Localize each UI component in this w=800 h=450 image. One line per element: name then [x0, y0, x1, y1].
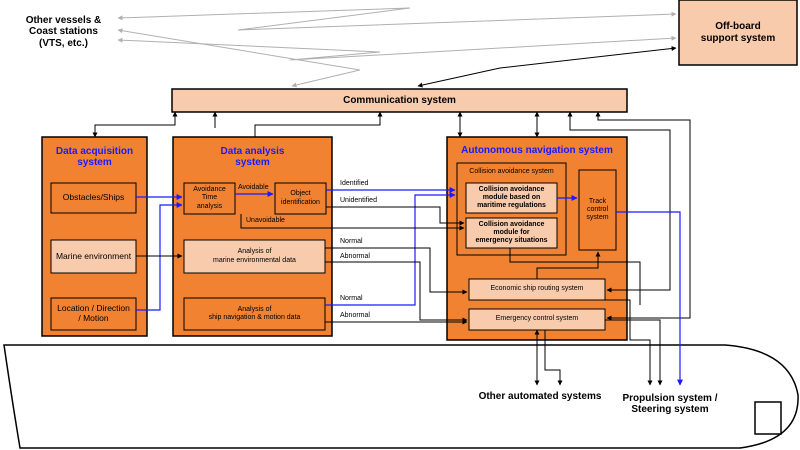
unidentified-label: Unidentified: [340, 197, 377, 204]
flow-routing-propulsion: [605, 299, 653, 386]
offboard-comm-link: [417, 46, 677, 88]
avoidance-time-label: Avoidance Time analysis: [193, 186, 226, 210]
flow-emergency-track: [509, 248, 641, 305]
other-automated-label: Other automated systems: [478, 391, 602, 403]
communication-label: Communication system: [343, 94, 456, 106]
avoidance-time-box: [183, 182, 236, 215]
marine-env-data-label: Analysis of marine environmental data: [213, 248, 296, 264]
flow-unidentified: [326, 206, 465, 226]
track-control-label: Track control system: [586, 197, 609, 222]
location-box: [50, 297, 137, 331]
economic-routing-label: Economic ship routing system: [490, 285, 584, 293]
cam-emergency-label: Collision avoidance module for emergency…: [475, 220, 548, 245]
obstacles-label: Obstacles/Ships: [62, 192, 125, 203]
emergency-control-label: Emergency control system: [495, 315, 579, 323]
normal-env-label: Normal: [340, 238, 363, 245]
flow-to-other-automated-2: [544, 330, 563, 386]
comm-analysis-link-2: [254, 111, 383, 137]
wireless-link-2: [117, 35, 677, 61]
communication-box: [171, 88, 628, 113]
flow-track-propulsion: [616, 211, 683, 386]
other-vessels-label: Other vessels & Coast stations (VTS, etc…: [25, 14, 102, 49]
propulsion-label: Propulsion system / Steering system: [622, 392, 718, 416]
marine-env-label: Marine environment: [55, 250, 132, 261]
offboard-box: [678, 0, 798, 66]
abnormal-nav-label: Abnormal: [340, 312, 370, 319]
ship-hull: [3, 344, 799, 449]
location-label: Location / Direction / Motion: [57, 303, 130, 323]
flow-normal-nav: [325, 192, 456, 306]
comm-auto-link-3: [567, 111, 671, 293]
object-id-box: [274, 182, 327, 215]
collision-system-label: Collision avoidance system: [469, 167, 554, 175]
acquisition-title: Data acquisition system: [55, 145, 134, 169]
marine-env-data-box: [183, 239, 326, 274]
comm-acq-link: [92, 111, 178, 138]
object-id-label: Object identification: [281, 190, 320, 206]
cam-emergency-box: [465, 217, 558, 249]
wireless-link-3: [117, 28, 361, 88]
avoidable-label: Avoidable: [238, 184, 269, 191]
wireless-link-1: [117, 7, 677, 31]
comm-auto-link-4: [595, 111, 691, 321]
ship-bow-window: [754, 401, 782, 435]
abnormal-env-label: Abnormal: [340, 253, 370, 260]
unavoidable-label: Unavoidable: [246, 217, 285, 224]
flow-location-avoid: [136, 202, 183, 311]
analysis-title: Data analysis system: [220, 145, 285, 169]
cam-regulations-label: Collision avoidance module based on mari…: [477, 185, 546, 210]
obstacles-box: [50, 182, 137, 214]
ship-nav-label: Analysis of ship navigation & motion dat…: [208, 305, 301, 321]
flow-unavoidable: [240, 214, 465, 231]
offboard-label: Off-board support system: [700, 21, 776, 44]
flow-routing-track: [536, 251, 601, 279]
autonomous-title: Autonomous navigation system: [461, 145, 613, 157]
flow-normal-env: [325, 247, 468, 295]
normal-nav-label: Normal: [340, 295, 363, 302]
flow-emergency-propulsion: [605, 319, 663, 386]
identified-label: Identified: [340, 180, 369, 187]
cam-regulations-box: [465, 182, 558, 214]
ship-nav-box: [183, 297, 326, 331]
flow-abnormal-env: [325, 261, 468, 323]
